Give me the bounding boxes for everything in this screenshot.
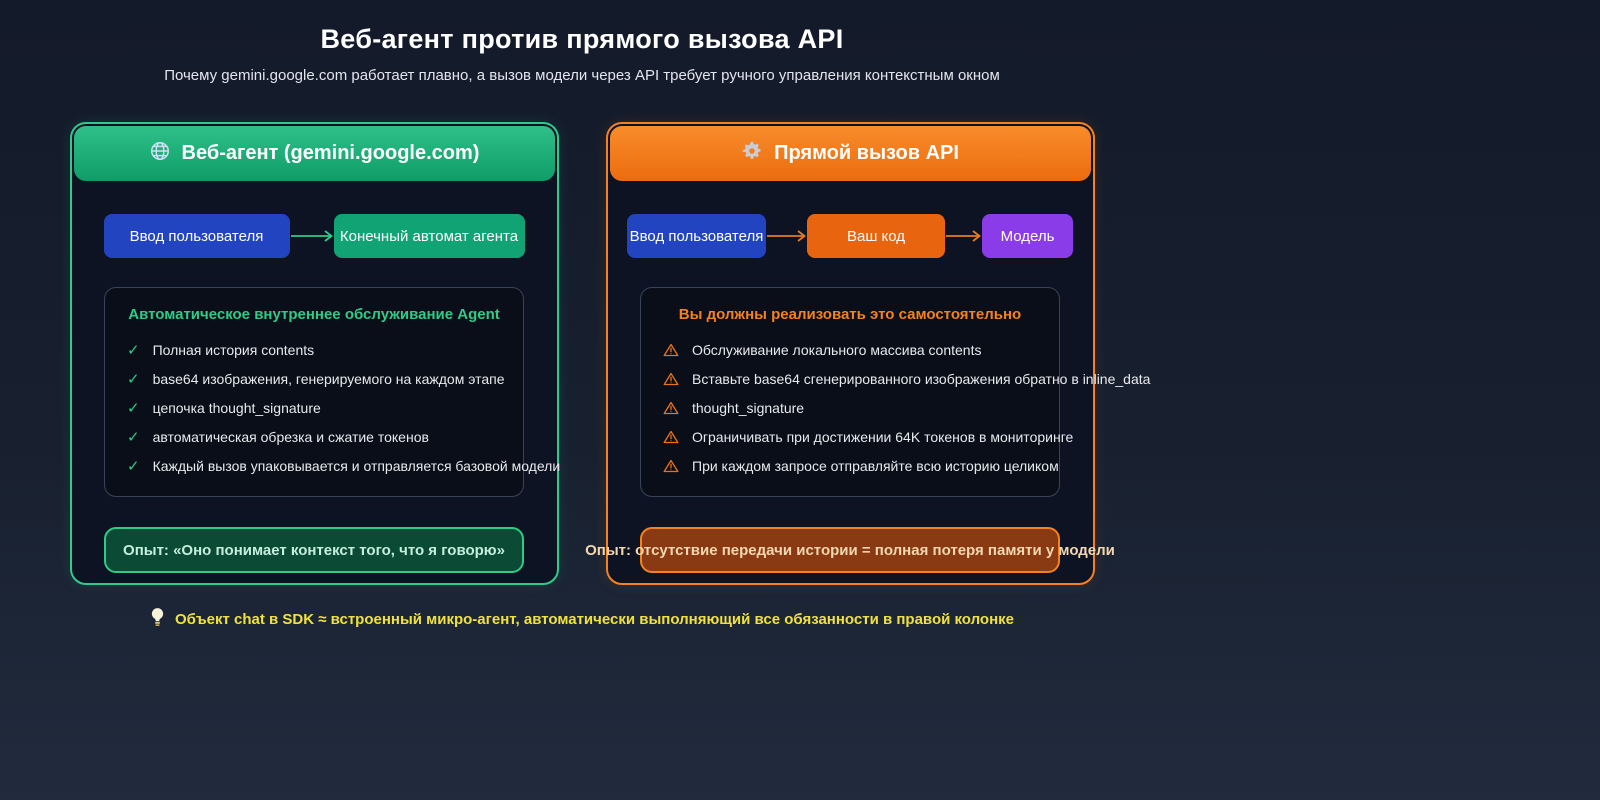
direct-api-panel-title: Прямой вызов API <box>774 142 959 164</box>
list-item: Обслуживание локального массива contents <box>663 335 1037 364</box>
check-icon: ✓ <box>127 370 140 388</box>
globe-icon <box>149 140 171 168</box>
list-item: При каждом запросе отправляйте всю истор… <box>663 451 1059 480</box>
web-agent-flow: Ввод пользователя Конечный автомат агент… <box>72 214 557 258</box>
list-item-label: При каждом запросе отправляйте всю истор… <box>692 457 1059 474</box>
warning-icon <box>663 372 679 386</box>
flow-user-input-box: Ввод пользователя <box>103 214 290 258</box>
web-agent-panel-title: Веб-агент (gemini.google.com) <box>181 142 480 164</box>
list-item-label: Полная история contents <box>152 341 315 358</box>
content: Веб-агент против прямого вызова API Поче… <box>0 24 1164 632</box>
list-item: thought_signature <box>663 393 1037 422</box>
list-item-label: base64 изображения, генерируемого на каж… <box>152 370 505 387</box>
bulb-icon <box>150 607 165 632</box>
list-item-label: Обслуживание локального массива contents <box>692 341 982 358</box>
agent-maintenance-box: Автоматическое внутреннее обслуживание A… <box>104 287 560 497</box>
direct-api-panel: Прямой вызов API Ввод пользователя Ваш к… <box>585 122 1150 585</box>
warning-icon <box>663 343 679 357</box>
comparison-panels: Веб-агент (gemini.google.com) Ввод польз… <box>0 122 1164 585</box>
page-subtitle: Почему gemini.google.com работает плавно… <box>164 67 1000 84</box>
web-agent-panel: Веб-агент (gemini.google.com) Ввод польз… <box>69 122 560 585</box>
manual-duties-title: Вы должны реализовать это самостоятельно <box>678 306 1022 323</box>
warning-icon <box>663 430 679 444</box>
footnote: Объект chat в SDK ≈ встроенный микро-аге… <box>0 607 1164 632</box>
direct-api-panel-header: Прямой вызов API <box>609 126 1091 181</box>
footnote-text: Объект chat в SDK ≈ встроенный микро-аге… <box>174 611 1015 628</box>
direct-api-flow: Ввод пользователя Ваш код Модель <box>608 214 1093 258</box>
check-icon: ✓ <box>127 341 140 359</box>
check-icon: ✓ <box>127 428 140 446</box>
list-item-label: thought_signature <box>692 399 805 416</box>
list-item: ✓ Каждый вызов упаковывается и отправляет… <box>127 451 560 480</box>
warning-icon <box>663 401 679 415</box>
direct-api-experience-badge: Опыт: отсутствие передачи истории = полн… <box>585 527 1115 573</box>
agent-maintenance-title: Автоматическое внутреннее обслуживание A… <box>128 306 500 323</box>
list-item-label: Каждый вызов упаковывается и отправляетс… <box>152 457 561 474</box>
list-item-label: автоматическая обрезка и сжатие токенов <box>152 428 429 445</box>
list-item-label: Ограничивать при достижении 64K токенов … <box>692 428 1074 445</box>
list-item-label: цепочка thought_signature <box>152 399 321 416</box>
check-icon: ✓ <box>127 399 140 417</box>
page-title: Веб-агент против прямого вызова API <box>320 24 844 54</box>
list-item: Ограничивать при достижении 64K токенов … <box>663 422 1073 451</box>
list-item: Вставьте base64 сгенерированного изображ… <box>663 364 1150 393</box>
gear-icon <box>741 140 763 168</box>
flow-user-input-box: Ввод пользователя <box>627 214 766 258</box>
list-item: ✓ автоматическая обрезка и сжатие токенов <box>127 422 501 451</box>
arrow-right-icon <box>946 230 981 242</box>
web-agent-panel-header: Веб-агент (gemini.google.com) <box>73 126 555 181</box>
manual-duties-box: Вы должны реализовать это самостоятельно… <box>640 287 1150 497</box>
warning-icon <box>663 459 679 473</box>
list-item: ✓ base64 изображения, генерируемого на ка… <box>127 364 504 393</box>
list-item: ✓ Полная история contents <box>127 335 501 364</box>
arrow-right-icon <box>767 230 806 242</box>
list-item: ✓ цепочка thought_signature <box>127 393 501 422</box>
check-icon: ✓ <box>127 457 140 475</box>
web-agent-experience-badge: Опыт: «Оно понимает контекст того, что я… <box>104 527 524 573</box>
flow-your-code-box: Ваш код <box>807 214 945 258</box>
arrow-right-icon <box>290 230 333 242</box>
flow-agent-fsm-box: Конечный автомат агента <box>333 214 525 258</box>
list-item-label: Вставьте base64 сгенерированного изображ… <box>692 370 1151 387</box>
flow-model-box: Модель <box>982 214 1073 258</box>
